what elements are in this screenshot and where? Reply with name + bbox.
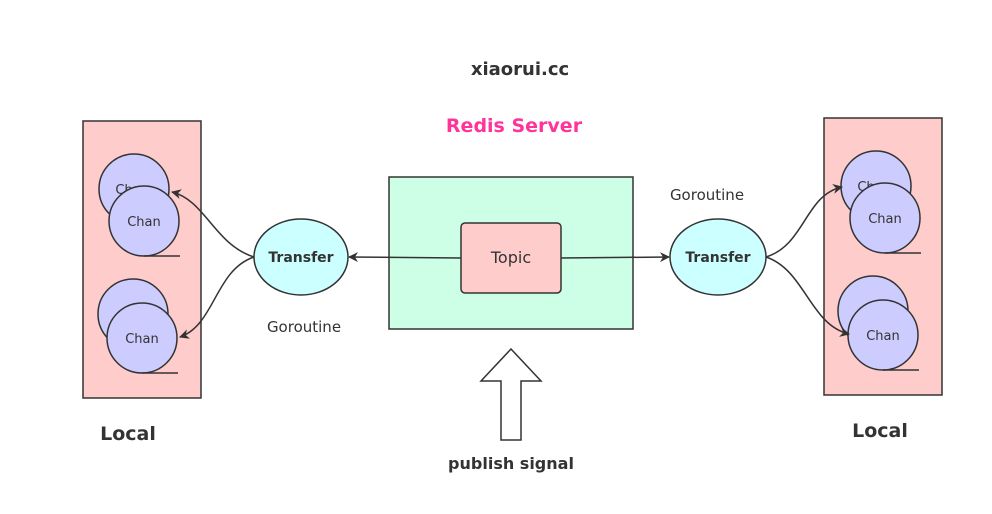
arrow-left-transfer-to-top-chan <box>171 189 255 258</box>
left-goroutine-label: Goroutine <box>267 318 341 336</box>
redis-server-title: Redis Server <box>446 115 583 137</box>
publish-signal-label: publish signal <box>448 454 574 473</box>
publish-signal-arrow <box>479 347 543 441</box>
topic-label: Topic <box>490 248 531 267</box>
arrow-right-transfer-to-bottom-chan <box>765 256 850 337</box>
arrow-topic-to-left-transfer <box>348 252 462 263</box>
arrow-topic-to-right-transfer <box>560 252 670 263</box>
left-chan-top-label: Chan <box>127 215 161 230</box>
right-local-label: Local <box>852 420 908 442</box>
arrow-left-transfer-to-bottom-chan <box>179 256 255 339</box>
right-goroutine-label: Goroutine <box>670 186 744 204</box>
left-local-label: Local <box>100 423 156 445</box>
left-transfer-label: Transfer <box>268 250 333 266</box>
right-chan-top-label: Chan <box>868 212 902 227</box>
arrow-right-transfer-to-top-chan <box>765 184 843 258</box>
right-transfer-label: Transfer <box>685 250 750 266</box>
right-chan-bottom-label: Chan <box>866 329 900 344</box>
left-chan-bottom-label: Chan <box>125 332 159 347</box>
site-title: xiaorui.cc <box>471 59 569 80</box>
